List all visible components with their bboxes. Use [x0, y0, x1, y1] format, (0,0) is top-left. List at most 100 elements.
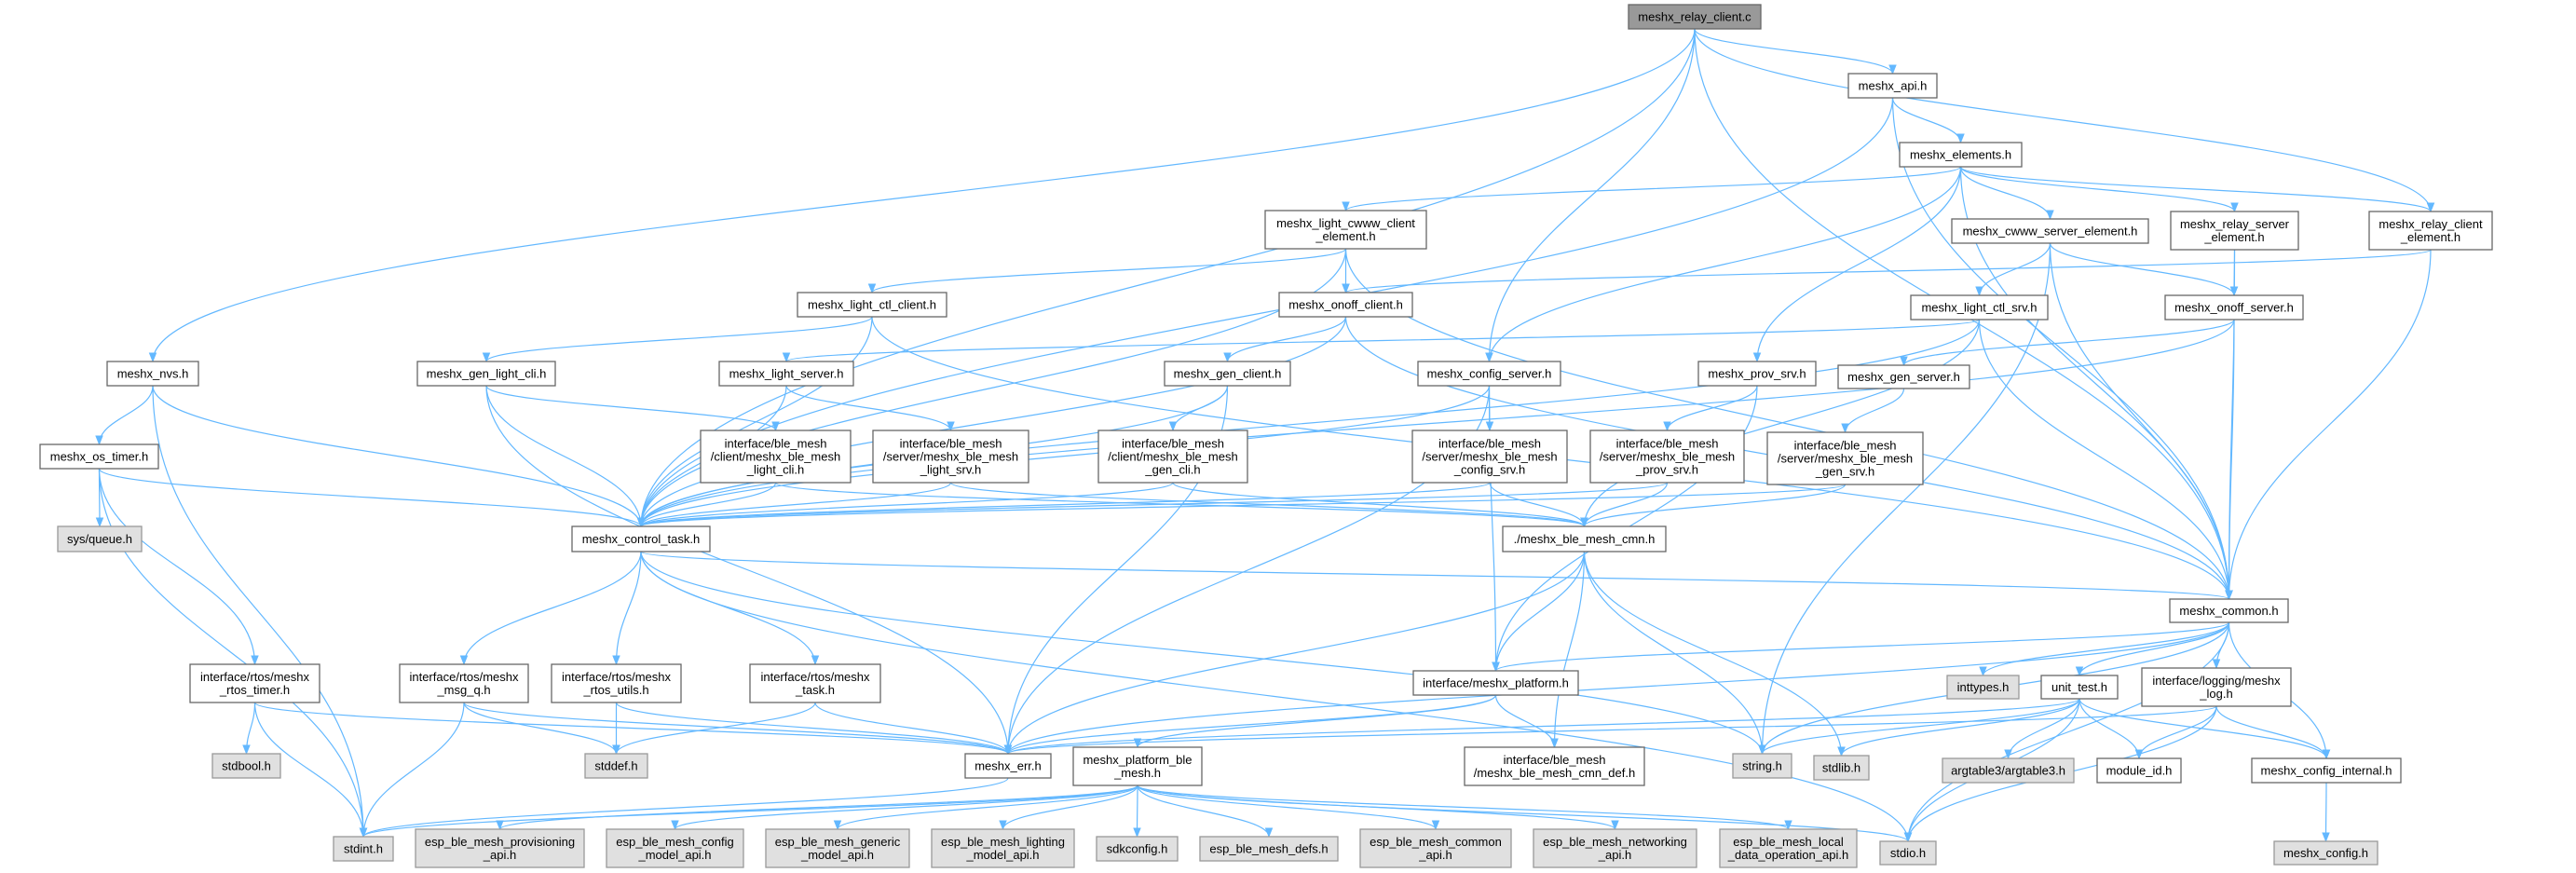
node-label: _model_api.h [637, 848, 711, 862]
node-box [1732, 753, 1792, 779]
node-cwww-cli-el[interactable]: meshx_light_cwww_client_element.h [1264, 210, 1427, 250]
edge-cwww_cli_el-to-common [1344, 248, 2233, 601]
node-relay-cli-el[interactable]: meshx_relay_client_element.h [2368, 211, 2493, 251]
node-box [1072, 746, 1203, 786]
node-os-timer[interactable]: meshx_os_timer.h [39, 443, 159, 470]
node-err[interactable]: meshx_err.h [964, 753, 1052, 779]
node-if-config-srv[interactable]: interface/ble_mesh/server/meshx_ble_mesh… [1411, 430, 1568, 484]
node-box [1097, 430, 1248, 484]
edge-common-to-unit_test [2075, 621, 2230, 677]
node-if-prov-srv[interactable]: interface/ble_mesh/server/meshx_ble_mesh… [1589, 430, 1745, 484]
node-box [211, 753, 281, 779]
node-light-server[interactable]: meshx_light_server.h [718, 361, 854, 387]
node-generic-api: esp_ble_mesh_generic_model_api.h [765, 828, 910, 868]
node-label: _config_srv.h [1453, 463, 1525, 477]
node-label: _light_cli.h [746, 463, 804, 477]
node-box [1199, 836, 1339, 862]
edge-onoff_client-to-control_task [636, 316, 1347, 528]
node-onoff-server[interactable]: meshx_onoff_server.h [2164, 294, 2304, 321]
node-gen-server[interactable]: meshx_gen_server.h [1837, 364, 1970, 389]
edge-nvs-to-stdint [152, 385, 368, 839]
node-label: stdbool.h [222, 759, 271, 773]
node-box [765, 828, 910, 868]
node-config-internal[interactable]: meshx_config_internal.h [2251, 757, 2402, 784]
node-meshx-config: meshx_config.h [2273, 840, 2378, 866]
edge-light_ctl_srv-to-light_server [783, 319, 1981, 363]
node-module-id[interactable]: module_id.h [2096, 757, 2182, 784]
node-stdint: stdint.h [333, 836, 394, 862]
node-rtos-timer[interactable]: interface/rtos/meshx_rtos_timer.h [189, 663, 320, 703]
node-light-ctl-client[interactable]: meshx_light_ctl_client.h [797, 292, 947, 318]
node-relay-srv-el[interactable]: meshx_relay_server_element.h [2170, 211, 2299, 251]
node-unit-test[interactable]: unit_test.h [2040, 675, 2119, 700]
node-root[interactable]: meshx_relay_client.c [1628, 4, 1762, 30]
node-gen-client[interactable]: meshx_gen_client.h [1164, 361, 1291, 387]
node-common[interactable]: meshx_common.h [2169, 598, 2289, 623]
edge-msg_q-to-stddef [463, 702, 620, 756]
node-prov-srv[interactable]: meshx_prov_srv.h [1697, 361, 1817, 387]
node-if-light-srv[interactable]: interface/ble_mesh/server/meshx_ble_mesh… [872, 430, 1029, 484]
edge-root-to-nvs [148, 28, 1696, 363]
edge-ble_mesh_cmn-to-err [1003, 551, 1586, 756]
node-label: _gen_cli.h [1144, 463, 1200, 477]
node-label: _gen_srv.h [1815, 465, 1874, 479]
node-box [2170, 211, 2299, 251]
node-elements[interactable]: meshx_elements.h [1899, 142, 2023, 168]
node-platform[interactable]: interface/meshx_platform.h [1412, 670, 1579, 696]
node-cwww-srv-el[interactable]: meshx_cwww_server_element.h [1951, 218, 2149, 244]
node-label: _mesh.h [1113, 766, 1161, 780]
node-label: meshx_elements.h [1910, 148, 2011, 162]
node-label: meshx_cwww_server_element.h [1963, 225, 2138, 239]
node-label: interface/ble_mesh [1616, 437, 1719, 451]
edge-rtos_timer-to-err [253, 702, 1013, 756]
node-api[interactable]: meshx_api.h [1847, 73, 1938, 99]
node-label: _msg_q.h [436, 683, 490, 697]
edge-common-to-platform [1492, 621, 2230, 673]
node-nvs[interactable]: meshx_nvs.h [106, 361, 199, 387]
node-sdkconfig: sdkconfig.h [1096, 836, 1179, 862]
edge-log-to-err [1004, 705, 2217, 756]
node-label: esp_ble_mesh_config [616, 835, 733, 849]
node-label: _api.h [483, 848, 516, 862]
node-label: interface/meshx_platform.h [1423, 676, 1569, 690]
edge-if_gen_srv-to-control_task [637, 484, 1847, 528]
node-networking-api: esp_ble_mesh_networking_api.h [1533, 828, 1697, 868]
node-label: meshx_platform_ble [1083, 753, 1192, 767]
node-box [1359, 828, 1512, 868]
node-box [1533, 828, 1697, 868]
node-gen-light-cli[interactable]: meshx_gen_light_cli.h [416, 361, 556, 387]
node-rtos-task[interactable]: interface/rtos/meshx_task.h [749, 663, 881, 703]
edge-rtos_timer-to-stdbool [242, 702, 256, 756]
node-label: esp_ble_mesh_lighting [941, 835, 1065, 849]
node-control-task[interactable]: meshx_control_task.h [571, 525, 711, 552]
edge-cwww_srv_el-to-common [2049, 242, 2233, 601]
node-box [584, 753, 648, 779]
node-light-ctl-srv[interactable]: meshx_light_ctl_srv.h [1910, 294, 2049, 321]
node-box [1847, 73, 1938, 99]
node-label: _api.h [1598, 848, 1631, 862]
nodes-layer: meshx_relay_client.c meshx_api.h meshx_ele… [39, 4, 2493, 868]
edge-onoff_server-to-control_task [636, 319, 2235, 528]
edge-platform_ble-to-config_api [671, 784, 1138, 831]
node-log[interactable]: interface/logging/meshx_log.h [2141, 667, 2292, 707]
edge-platform_ble-to-common_api [1137, 784, 1440, 831]
node-rtos-utils[interactable]: interface/rtos/meshx_rtos_utils.h [551, 663, 682, 703]
node-box [1910, 294, 2049, 321]
edge-ble_mesh_cmn-to-cmn_def [1550, 551, 1586, 749]
node-ble-mesh-cmn[interactable]: ./meshx_ble_mesh_cmn.h [1502, 525, 1667, 552]
node-label: meshx_light_ctl_srv.h [1921, 301, 2037, 315]
node-box [1164, 361, 1291, 387]
node-if-gen-srv[interactable]: interface/ble_mesh/server/meshx_ble_mesh… [1766, 431, 1924, 485]
node-platform-ble[interactable]: meshx_platform_ble_mesh.h [1072, 746, 1203, 786]
node-label: meshx_config.h [2283, 846, 2368, 860]
node-box [749, 663, 881, 703]
edge-platform_ble-to-local_api [1137, 784, 1792, 831]
node-if-gen-cli[interactable]: interface/ble_mesh/client/meshx_ble_mesh… [1097, 430, 1248, 484]
node-config-server[interactable]: meshx_config_server.h [1417, 361, 1561, 387]
node-msg-q[interactable]: interface/rtos/meshx_msg_q.h [399, 663, 529, 703]
node-if-light-cli[interactable]: interface/ble_mesh/client/meshx_ble_mesh… [700, 430, 852, 484]
node-label: meshx_err.h [975, 759, 1042, 773]
node-label: module_id.h [2106, 764, 2173, 778]
node-cmn-def[interactable]: interface/ble_mesh/meshx_ble_mesh_cmn_de… [1464, 746, 1645, 786]
node-onoff-client[interactable]: meshx_onoff_client.h [1278, 292, 1413, 318]
